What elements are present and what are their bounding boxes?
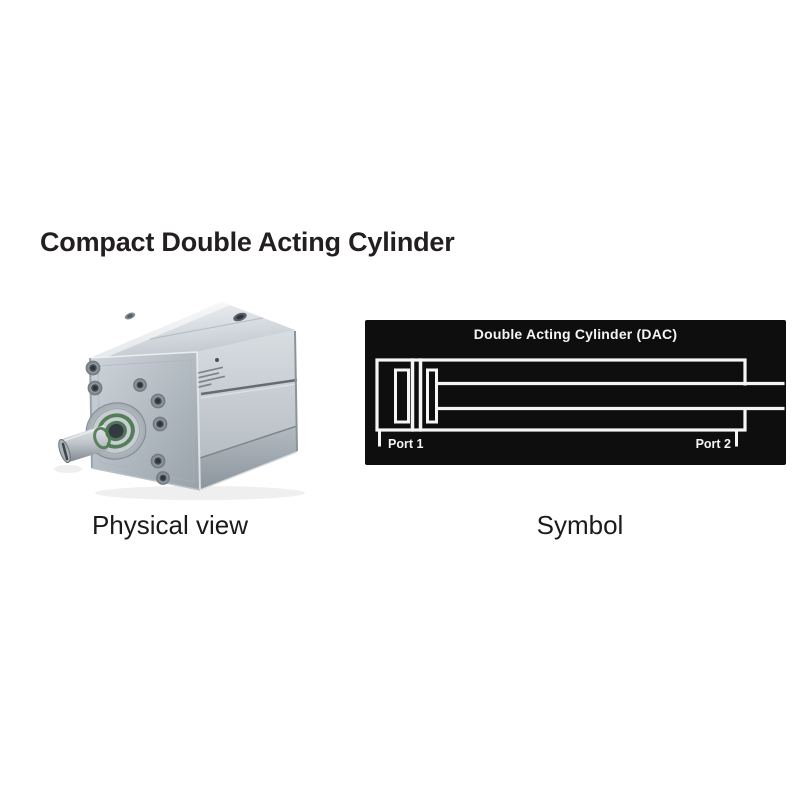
rod-wiper-seal [93, 426, 111, 450]
rod-shadow [54, 465, 82, 473]
cylinder-photo [54, 302, 305, 500]
port1-label: Port 1 [388, 437, 424, 451]
rod-end-slot [61, 442, 69, 461]
cushion-right [426, 368, 438, 424]
top-screw-hole [124, 312, 136, 320]
physical-view-figure [50, 292, 320, 502]
rod-pass-through-gap [741, 385, 749, 407]
port2-label: Port 2 [695, 437, 731, 451]
sensor-hole [215, 358, 219, 362]
dac-symbol-drawing [375, 358, 785, 447]
symbol-diagram: Double Acting Cylinder (DAC) Port 1 Port… [365, 320, 786, 465]
body-shadow [95, 486, 305, 500]
cushion-left [394, 368, 410, 424]
physical-view-caption: Physical view [91, 510, 249, 540]
piston-rod [58, 425, 111, 463]
page-title: Compact Double Acting Cylinder [40, 227, 455, 257]
socket-screws [85, 360, 170, 485]
top-port-hole [233, 312, 247, 322]
body-top-face [90, 302, 295, 361]
symbol-caption: Symbol [536, 510, 624, 540]
symbol-title: Double Acting Cylinder (DAC) [473, 326, 678, 342]
